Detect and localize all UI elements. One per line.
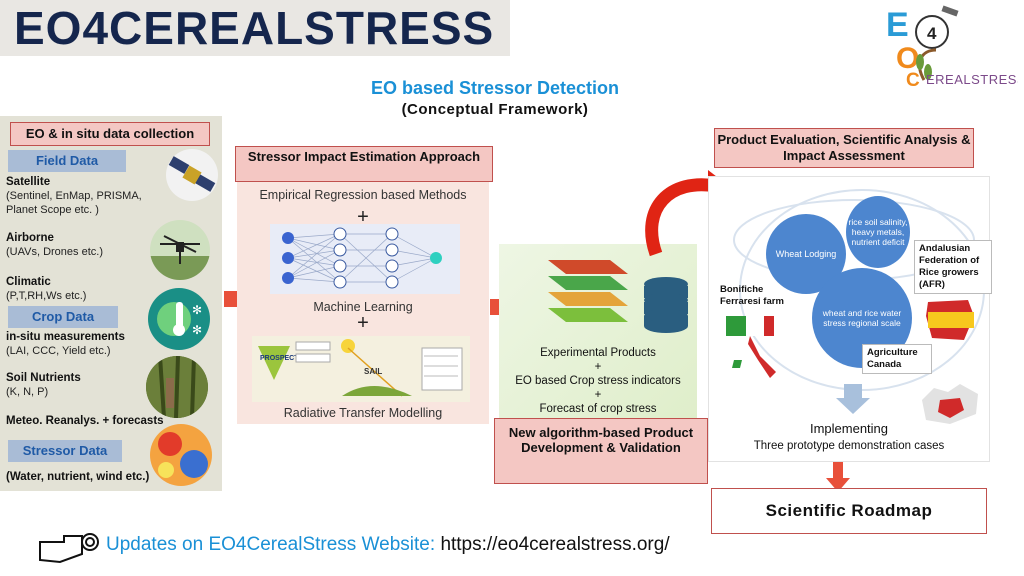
logo-graphic: E O 4 C EREALSTRESS xyxy=(886,5,1024,91)
svg-text:✻: ✻ xyxy=(192,303,202,317)
meteo-reanalysis: Meteo. Reanalys. + forecasts xyxy=(6,415,164,427)
footer-label: Updates on EO4CerealStress Website: xyxy=(106,534,436,555)
arrow-down-roadmap xyxy=(826,462,850,492)
title-banner xyxy=(0,0,510,56)
plus-4: + xyxy=(594,389,602,401)
satellite-sources-line1: (Sentinel, EnMap, PRISMA, xyxy=(6,190,142,202)
logo-letter-e: E xyxy=(886,6,909,44)
stressor-data-label: Stressor Data xyxy=(8,440,122,462)
machine-learning-label: Machine Learning xyxy=(313,300,413,314)
italy-map-icon xyxy=(726,316,786,382)
sail-label: SAIL xyxy=(364,367,382,376)
forecast-crop-stress: Forecast of crop stress xyxy=(539,403,657,415)
crop-stress-indicators: EO based Crop stress indicators xyxy=(515,375,681,387)
radiative-transfer-label: Radiative Transfer Modelling xyxy=(283,406,443,420)
product-development-header: New algorithm-based Product Development … xyxy=(494,418,708,484)
satellite-heading: Satellite xyxy=(6,176,51,188)
crop-field-icon xyxy=(146,356,208,418)
plus-3: + xyxy=(594,361,602,373)
footer-updates: Updates on EO4CerealStress Website: http… xyxy=(106,534,670,556)
svg-text:✻: ✻ xyxy=(192,323,202,337)
neural-network-icon xyxy=(270,224,460,294)
satellite-icon xyxy=(164,148,220,202)
bonifiche-ferraresi-label: Bonifiche Ferraresi farm xyxy=(720,284,784,307)
logo-number: 4 xyxy=(927,24,937,43)
spain-map-icon xyxy=(924,296,976,344)
raster-layers-icon xyxy=(540,252,636,334)
agriculture-canada-label: Agriculture Canada xyxy=(862,344,932,374)
andalusian-federation-label: Andalusian Federation of Rice growers (A… xyxy=(914,240,992,294)
logo-letter-o: O xyxy=(896,42,919,75)
satellite-sources-line2: Planet Scope etc. ) xyxy=(6,204,99,216)
airborne-sources: (UAVs, Drones etc.) xyxy=(6,246,103,258)
crop-data-label: Crop Data xyxy=(8,306,118,328)
logo-wordmark: EREALSTRESS xyxy=(926,72,1018,87)
soil-nutrients-heading: Soil Nutrients xyxy=(6,372,81,384)
scientific-roadmap: Scientific Roadmap xyxy=(711,488,987,534)
field-data-label: Field Data xyxy=(8,150,126,172)
evaluation-header: Product Evaluation, Scientific Analysis … xyxy=(714,128,974,168)
eo4cerealstress-logo: E O 4 C EREALSTRESS xyxy=(884,2,1024,92)
data-collection-header: EO & in situ data collection xyxy=(10,122,210,146)
website-link[interactable]: https://eo4cerealstress.org/ xyxy=(440,534,670,555)
down-arrow-implementing xyxy=(836,384,870,414)
database-icon xyxy=(642,276,690,334)
drone-icon xyxy=(150,220,210,280)
insitu-heading: in-situ measurements xyxy=(6,331,125,343)
climatic-heading: Climatic xyxy=(6,276,51,288)
plus-1: + xyxy=(357,206,369,228)
rice-soil-circle: rice soil salinity, heavy metals, nutrie… xyxy=(846,196,910,268)
airborne-heading: Airborne xyxy=(6,232,54,244)
insitu-variables: (LAI, CCC, Yield etc.) xyxy=(6,345,111,357)
climate-thermometer-icon: ✻ ✻ xyxy=(148,288,210,350)
implementing-label: Implementing xyxy=(809,421,889,436)
main-title: EO4CEREALSTRESS xyxy=(14,2,495,54)
prospect-label: PROSPECT xyxy=(260,355,299,362)
logo-letter-c: C xyxy=(906,70,920,91)
stressor-types: (Water, nutrient, wind etc.) xyxy=(6,471,150,483)
climatic-variables: (P,T,RH,Ws etc.) xyxy=(6,290,87,302)
empirical-methods: Empirical Regression based Methods xyxy=(259,188,467,202)
radiative-transfer-diagram: PROSPECT SAIL xyxy=(252,336,470,402)
soil-nutrients-list: (K, N, P) xyxy=(6,386,49,398)
pointing-hand-icon xyxy=(36,524,102,568)
plus-2: + xyxy=(357,312,369,334)
canada-map-icon xyxy=(920,380,982,430)
stress-map-icon xyxy=(150,424,212,486)
experimental-products: Experimental Products xyxy=(540,347,656,359)
framework-subtitle: (Conceptual Framework) xyxy=(401,101,589,118)
framework-title: EO based Stressor Detection xyxy=(370,78,620,98)
demonstration-cases: Three prototype demonstration cases xyxy=(753,440,945,452)
stressor-impact-header: Stressor Impact Estimation Approach xyxy=(235,146,493,182)
